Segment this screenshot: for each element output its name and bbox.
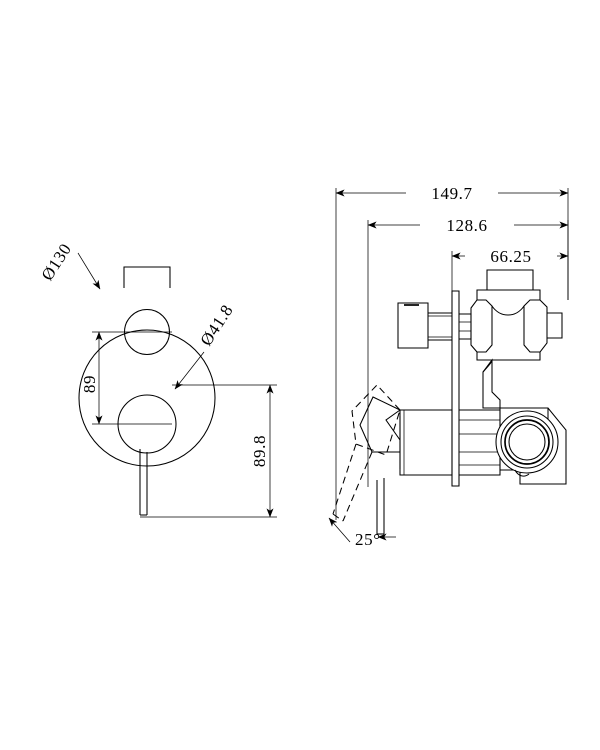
ang-25-label: 25° bbox=[355, 530, 381, 549]
diverter-knob-lug bbox=[514, 469, 530, 477]
dia-41-8-leader bbox=[174, 351, 205, 390]
upper-valve-body-inner-left bbox=[477, 299, 493, 353]
lever-phantom-arm-left-25deg bbox=[332, 443, 357, 515]
lever-phantom-pivot-25deg bbox=[351, 384, 401, 456]
dim-128-6-label: 128.6 bbox=[446, 216, 487, 235]
dim-66-25-label-bg bbox=[465, 244, 557, 266]
side-view-group: 149.7 128.6 66.25 bbox=[328, 181, 569, 549]
lever-pivot-shape bbox=[359, 396, 401, 453]
dim-66-25-label: 66.25 bbox=[490, 247, 531, 266]
temperature-knob-body bbox=[397, 302, 429, 349]
dim-128-6-label-bg bbox=[420, 213, 514, 235]
upper-body-right-port bbox=[547, 312, 563, 339]
diverter-knob-mid-ring bbox=[500, 415, 554, 469]
lever-phantom-arm-tip-25deg bbox=[332, 513, 344, 522]
dia-130-leader bbox=[77, 252, 101, 290]
lever-pivot-inner-facet bbox=[385, 409, 401, 441]
face-plate-top-tab bbox=[123, 266, 171, 288]
diverter-knob-inner-ring bbox=[504, 419, 550, 465]
lever-phantom-arm-right-25deg bbox=[342, 451, 373, 522]
diverter-housing-shell bbox=[499, 407, 567, 485]
dim-89-8-label: 89.8 bbox=[250, 435, 269, 467]
mid-connector-fillet bbox=[482, 359, 493, 373]
ang-25-arrow-left bbox=[328, 517, 351, 543]
diverter-knob-hub bbox=[508, 423, 546, 461]
upper-valve-body-curve bbox=[491, 305, 525, 316]
dim-89-label: 89 bbox=[80, 375, 99, 393]
dim-149-7-label-bg bbox=[406, 181, 498, 203]
upper-body-top-outlet bbox=[486, 269, 534, 290]
upper-valve-body-inner-right bbox=[523, 299, 540, 353]
dim-149-7-label: 149.7 bbox=[431, 184, 472, 203]
